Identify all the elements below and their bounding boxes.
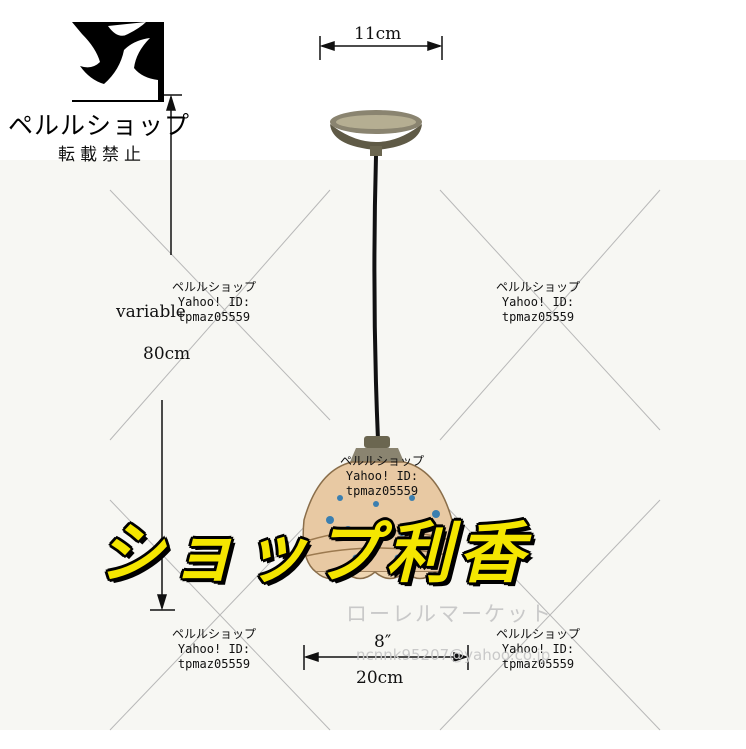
diagonal-lines xyxy=(109,189,661,731)
watermark-id-label: Yahoo! ID: xyxy=(501,295,575,309)
shade-beads xyxy=(326,495,440,562)
watermark-shop: ペルルショップ xyxy=(496,280,581,294)
lamp-shade xyxy=(302,461,454,580)
watermark-user: tpmaz05559 xyxy=(501,657,575,671)
lamp-cord xyxy=(372,155,380,441)
watermark-id-label: Yahoo! ID: xyxy=(345,469,419,483)
watermark-shop: ペルルショップ xyxy=(172,627,257,641)
faint-watermark-name: ローレルマーケット xyxy=(346,602,553,626)
watermark-id-label: Yahoo! ID: xyxy=(501,642,575,656)
height-variable-label: variable xyxy=(116,302,186,322)
faint-watermark-email: ncnnk95207@yahoo.co.jp xyxy=(356,646,551,664)
watermark-shop: ペルルショップ xyxy=(340,454,425,468)
watermark-user: tpmaz05559 xyxy=(345,484,419,498)
width-top-label: 11cm xyxy=(354,24,402,44)
height-value-label: 80cm xyxy=(143,344,191,364)
watermark-id-label: Yahoo! ID: xyxy=(177,642,251,656)
bottom-dimension-arrow xyxy=(303,645,469,670)
watermark-top-right: ペルルショップ Yahoo! ID: tpmaz05559 xyxy=(496,280,580,325)
shop-banner: ショップ利香 xyxy=(98,515,530,592)
logo-mark xyxy=(72,22,164,102)
logo-subtitle: 転載禁止 xyxy=(58,145,146,165)
watermark-bottom-right: ペルルショップ Yahoo! ID: tpmaz05559 xyxy=(496,627,580,672)
shade-inch-label: 8″ xyxy=(374,632,392,652)
watermark-shop: ペルルショップ xyxy=(172,280,257,294)
watermark-center: ペルルショップ Yahoo! ID: tpmaz05559 xyxy=(340,454,424,499)
watermark-top-left: ペルルショップ Yahoo! ID: tpmaz05559 xyxy=(172,280,256,325)
watermark-user: tpmaz05559 xyxy=(501,310,575,324)
watermark-user: tpmaz05559 xyxy=(177,310,251,324)
watermark-shop: ペルルショップ xyxy=(496,627,581,641)
ceiling-canopy xyxy=(330,110,422,156)
lamp-socket xyxy=(350,436,404,462)
watermark-id-label: Yahoo! ID: xyxy=(177,295,251,309)
shade-cm-label: 20cm xyxy=(356,668,404,688)
top-dimension-arrow xyxy=(319,36,443,60)
watermark-bottom-left: ペルルショップ Yahoo! ID: tpmaz05559 xyxy=(172,627,256,672)
watermark-user: tpmaz05559 xyxy=(177,657,251,671)
logo-brand: ペルルショップ xyxy=(8,111,191,140)
